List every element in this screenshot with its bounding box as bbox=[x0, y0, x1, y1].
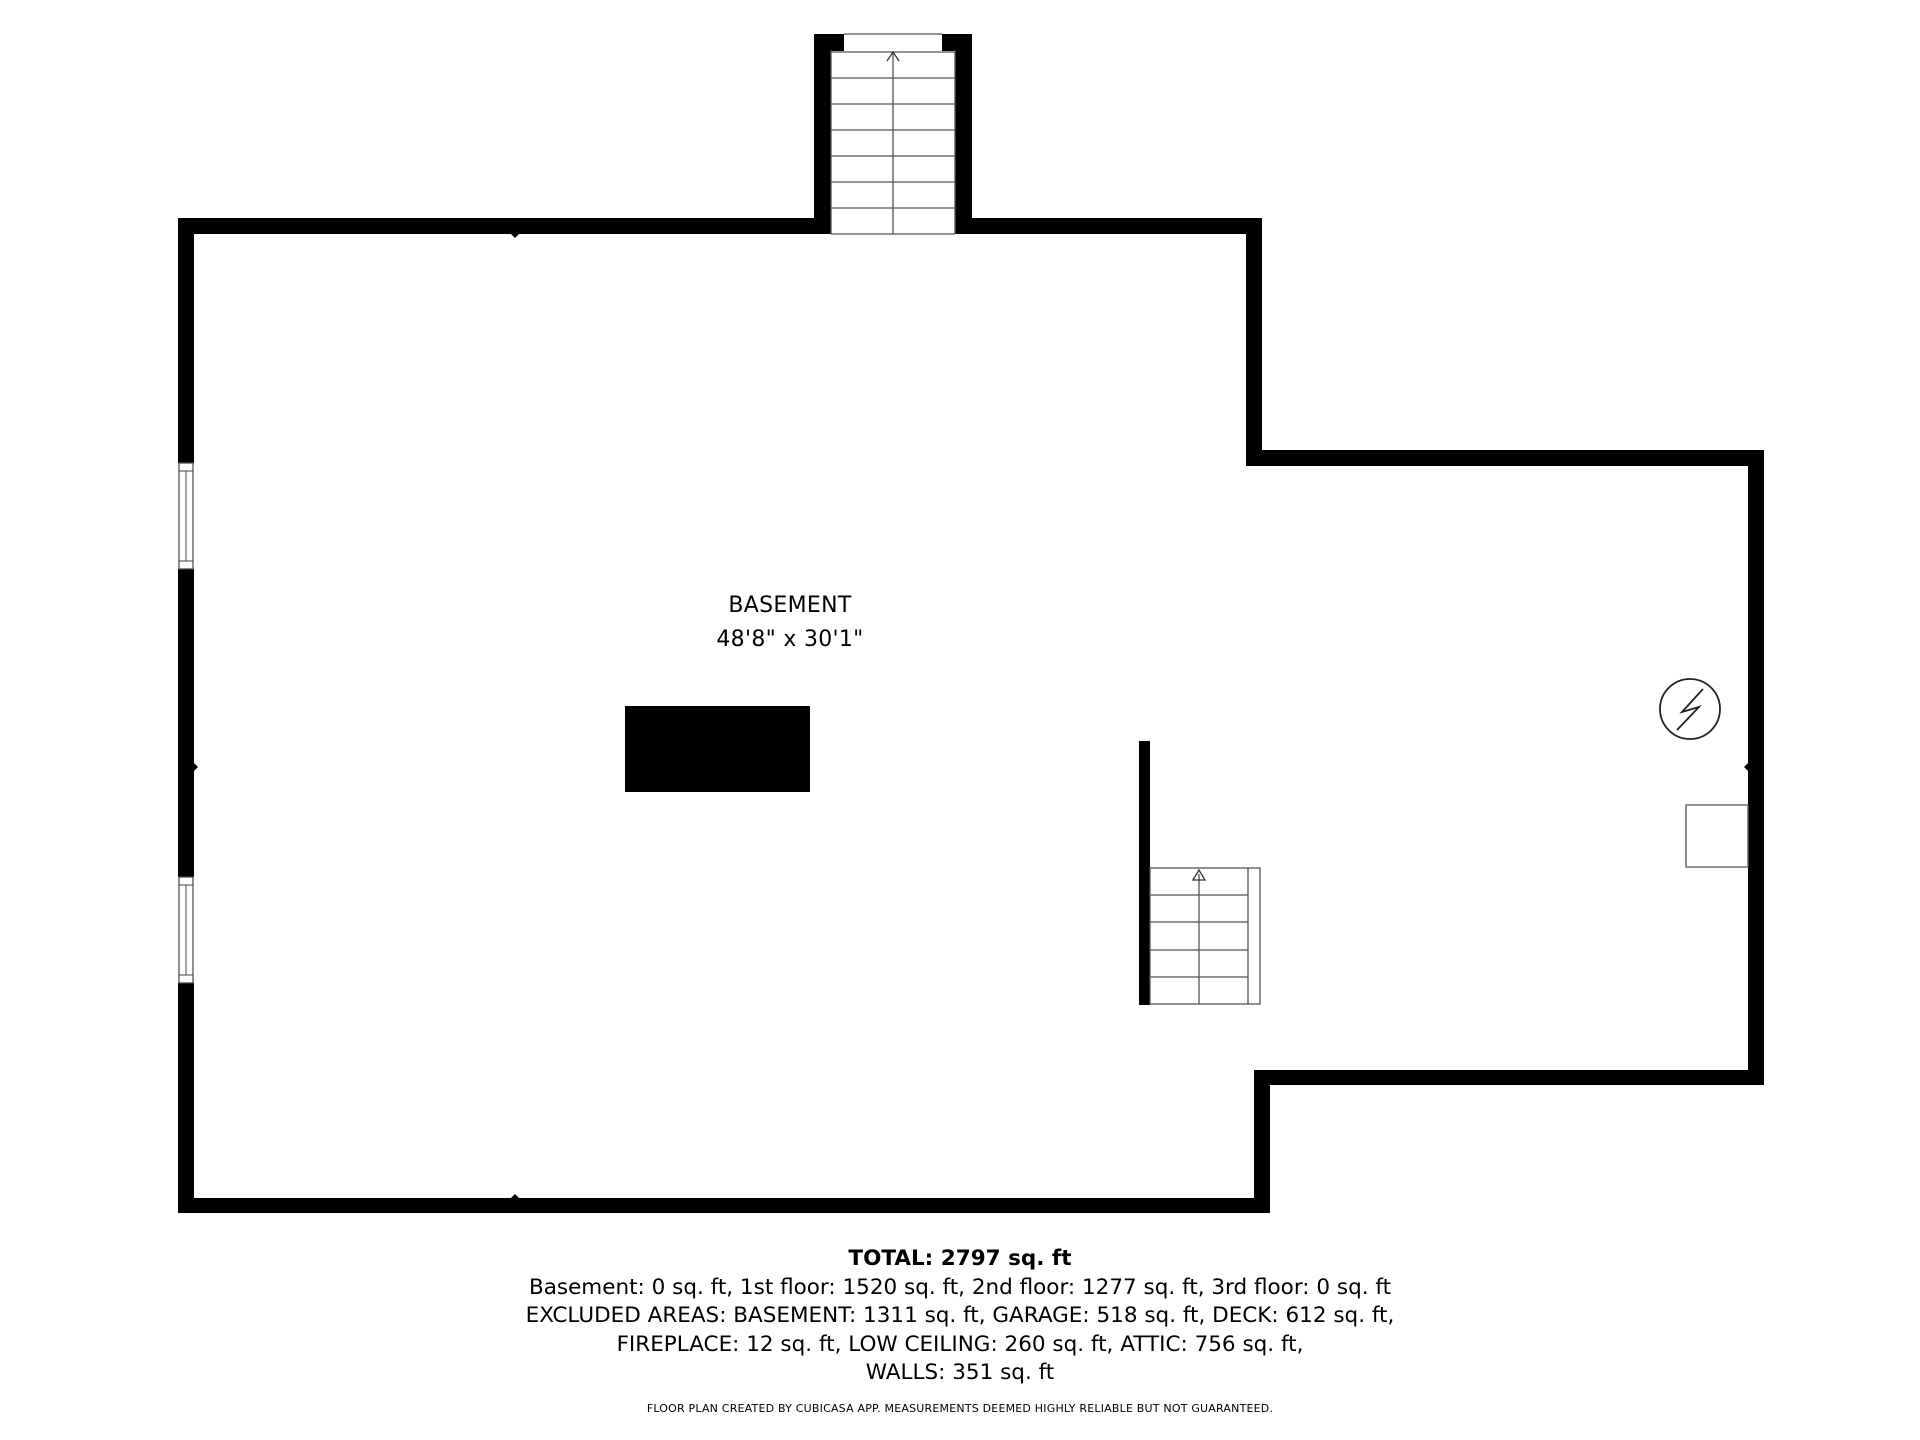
dimension-marker-top bbox=[511, 234, 519, 238]
chimney-block bbox=[625, 706, 810, 792]
excluded-areas-line-2: FIREPLACE: 12 sq. ft, LOW CEILING: 260 s… bbox=[616, 1331, 1304, 1357]
dimension-marker-left bbox=[194, 763, 198, 771]
stair-direction-arrow-icon bbox=[886, 50, 900, 62]
stairwell-wall-right bbox=[955, 34, 972, 234]
stair-direction-arrow-icon bbox=[1191, 868, 1207, 881]
window-left-upper bbox=[178, 462, 194, 570]
utility-fixture bbox=[1685, 804, 1749, 868]
dimension-marker-right bbox=[1744, 763, 1748, 771]
disclaimer: FLOOR PLAN CREATED BY CUBICASA APP. MEAS… bbox=[646, 1402, 1274, 1415]
exterior-wall bbox=[178, 218, 1764, 1213]
excluded-areas-line-3: WALLS: 351 sq. ft bbox=[865, 1360, 1055, 1385]
stairwell-wall-left bbox=[814, 34, 831, 234]
excluded-areas-line-1: EXCLUDED AREAS: BASEMENT: 1311 sq. ft, G… bbox=[525, 1303, 1395, 1328]
area-summary: TOTAL: 2797 sq. ft Basement: 0 sq. ft, 1… bbox=[360, 1245, 1560, 1388]
stairs-lower bbox=[1149, 867, 1261, 1005]
interior-wall bbox=[1139, 741, 1150, 1005]
stairwell-wall-cap-left bbox=[814, 34, 844, 51]
floor-areas: Basement: 0 sq. ft, 1st floor: 1520 sq. … bbox=[528, 1274, 1392, 1300]
room-name: BASEMENT bbox=[728, 593, 852, 618]
total-area: TOTAL: 2797 sq. ft bbox=[848, 1246, 1072, 1271]
room-dimensions: 48'8" x 30'1" bbox=[716, 627, 864, 652]
dimension-marker-bottom bbox=[511, 1194, 519, 1198]
stairwell-wall-cap-right bbox=[942, 34, 972, 51]
electrical-panel-icon bbox=[1659, 678, 1721, 740]
stairs-top bbox=[830, 33, 956, 235]
window-left-lower bbox=[178, 876, 194, 984]
